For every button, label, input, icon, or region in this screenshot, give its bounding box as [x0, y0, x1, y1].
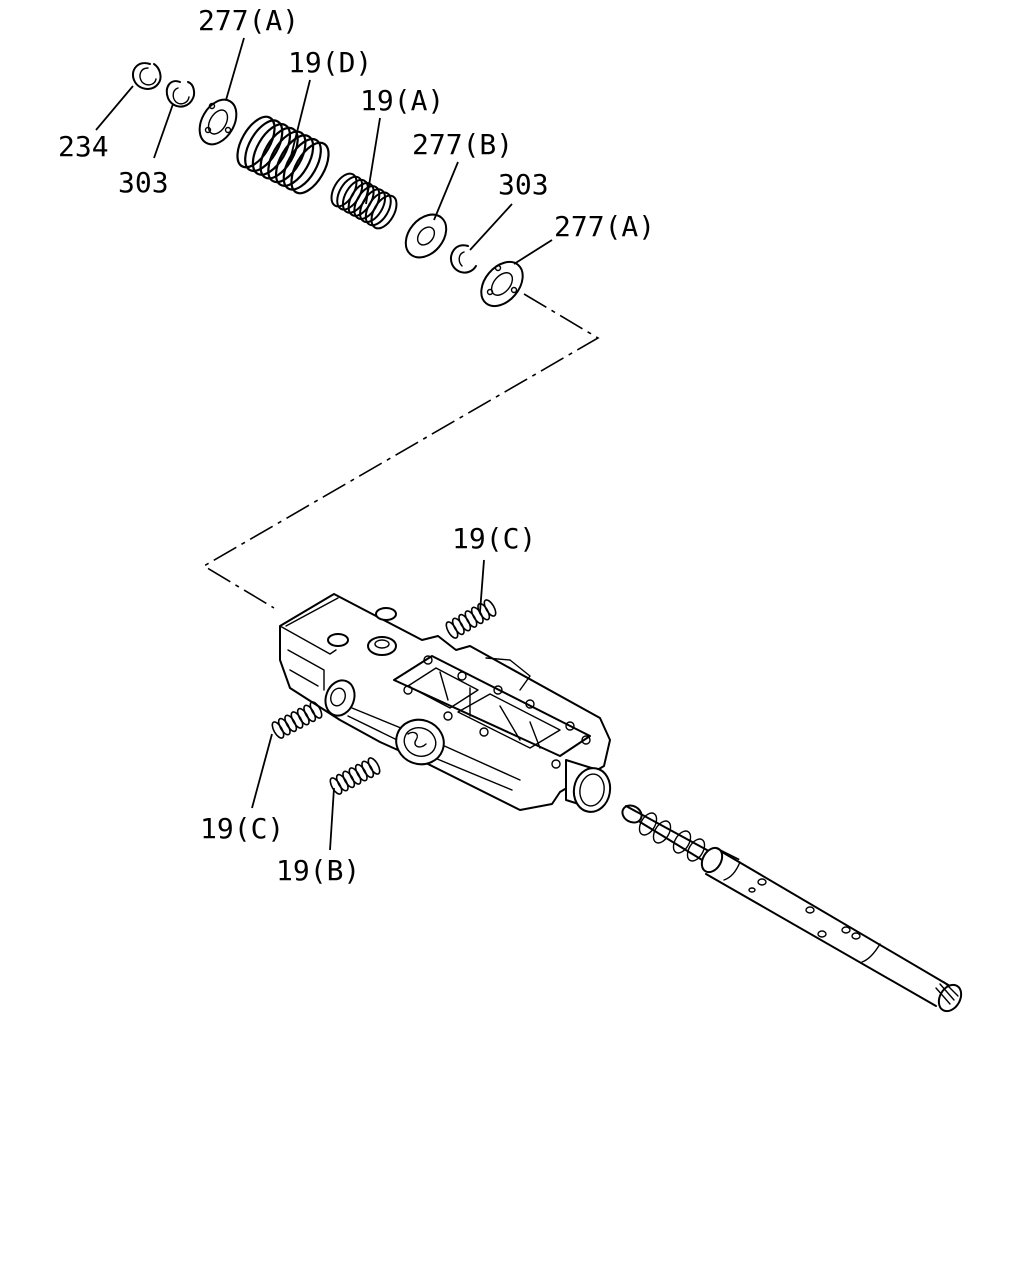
- spring19ctop-coil-turn: [451, 617, 465, 636]
- spring19d-coil-turn: [290, 141, 330, 195]
- spring19b-coil-turn: [342, 770, 356, 789]
- spring19cleft-coil-turn: [271, 721, 285, 739]
- label-19c-left: 19(C): [200, 812, 284, 845]
- snap-ring-303-top[interactable]: [165, 80, 196, 108]
- label-303-right: 303: [498, 168, 549, 201]
- spring19cleft-coil-turn: [296, 707, 310, 726]
- washer-277a-right[interactable]: [473, 254, 531, 314]
- assembly-centerline: [202, 293, 600, 609]
- leader-lines-top: [95, 37, 553, 265]
- washer-277a-top[interactable]: [192, 93, 244, 151]
- spring19d-coil-turn: [274, 134, 315, 187]
- part-labels: 234 303 277(A) 19(D) 19(A) 277(B) 303 27…: [58, 4, 655, 887]
- spring19ctop-coil-turn: [483, 599, 497, 617]
- spring19cleft-coil-turn: [290, 711, 304, 729]
- spring19d-coil-turn: [236, 115, 276, 169]
- washer-277b[interactable]: [398, 207, 455, 266]
- label-303-top: 303: [118, 166, 169, 199]
- spring-19c-left[interactable]: [270, 700, 324, 740]
- label-19a: 19(A): [360, 84, 444, 117]
- leader-lines-body: [251, 559, 485, 851]
- spring19ctop-coil-turn: [458, 613, 472, 632]
- valve-spool-shaft[interactable]: [619, 802, 965, 1015]
- spring19cleft-coil-turn: [277, 717, 291, 736]
- spring19a-coil-turn: [364, 191, 392, 227]
- spring19b-coil-turn: [361, 760, 375, 779]
- spring19d-coil-turn: [259, 126, 299, 180]
- spring19b-coil-turn: [367, 757, 381, 775]
- spring19ctop-coil-turn: [464, 610, 478, 628]
- spring-19d[interactable]: [230, 111, 336, 199]
- snap-ring-303-right[interactable]: [450, 244, 477, 274]
- label-277a-top: 277(A): [198, 4, 299, 37]
- spring19b-coil-turn: [348, 767, 362, 785]
- spring19d-coil-turn: [244, 119, 284, 173]
- spring19d-coil-turn: [267, 130, 307, 184]
- spring19cleft-coil-turn: [303, 704, 317, 723]
- spring19b-coil-turn: [354, 763, 368, 782]
- spring19a-coil-turn: [370, 194, 398, 230]
- spring19ctop-coil-turn: [477, 602, 491, 621]
- spring19a-coil-turn: [359, 188, 387, 224]
- spring-19b[interactable]: [328, 756, 382, 796]
- spring19ctop-coil-turn: [470, 606, 484, 625]
- spring19ctop-coil-turn: [445, 621, 459, 639]
- spring19cleft-coil-turn: [284, 714, 298, 733]
- label-19b: 19(B): [276, 854, 360, 887]
- spring19b-coil-turn: [329, 777, 343, 795]
- label-277b: 277(B): [412, 128, 513, 161]
- valve-body-housing[interactable]: [279, 593, 614, 815]
- spring-19c-top[interactable]: [444, 598, 498, 640]
- label-19d: 19(D): [288, 46, 372, 79]
- spring19cleft-coil-turn: [309, 701, 323, 719]
- spring-19a[interactable]: [326, 169, 401, 232]
- label-277a-right: 277(A): [554, 210, 655, 243]
- spring19b-coil-turn: [335, 773, 349, 792]
- label-234: 234: [58, 130, 109, 163]
- spring19d-coil-turn: [251, 123, 292, 176]
- snap-ring-234[interactable]: [132, 62, 162, 90]
- label-19c-top: 19(C): [452, 522, 536, 555]
